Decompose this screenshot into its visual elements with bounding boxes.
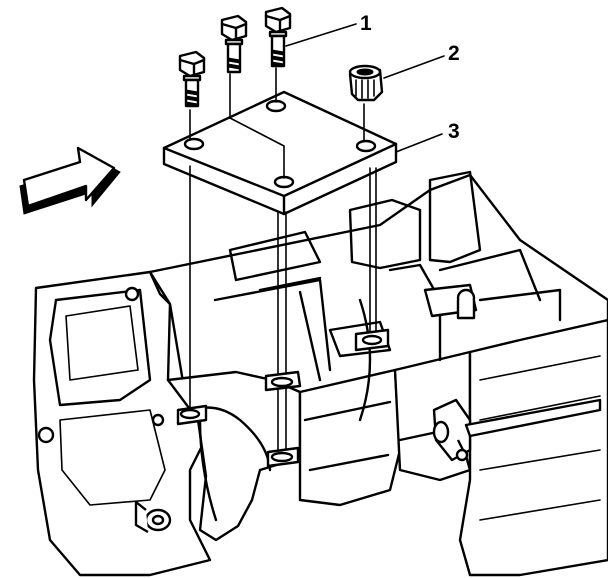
callout-1: 1 (285, 12, 372, 47)
callout-3-label: 3 (448, 120, 460, 143)
fixture-plate (162, 90, 398, 216)
dowel-sleeve-icon (348, 64, 384, 102)
arrow-right-icon (19, 146, 121, 215)
block-bolt-holes (176, 328, 390, 468)
callout-1-label: 1 (360, 12, 372, 35)
callout-2-label: 2 (448, 42, 460, 65)
alignment-lines (189, 67, 377, 459)
bolt-icon (178, 6, 292, 108)
callout-3: 3 (395, 120, 460, 153)
callout-2: 2 (383, 42, 460, 79)
engine-block (32, 170, 608, 577)
